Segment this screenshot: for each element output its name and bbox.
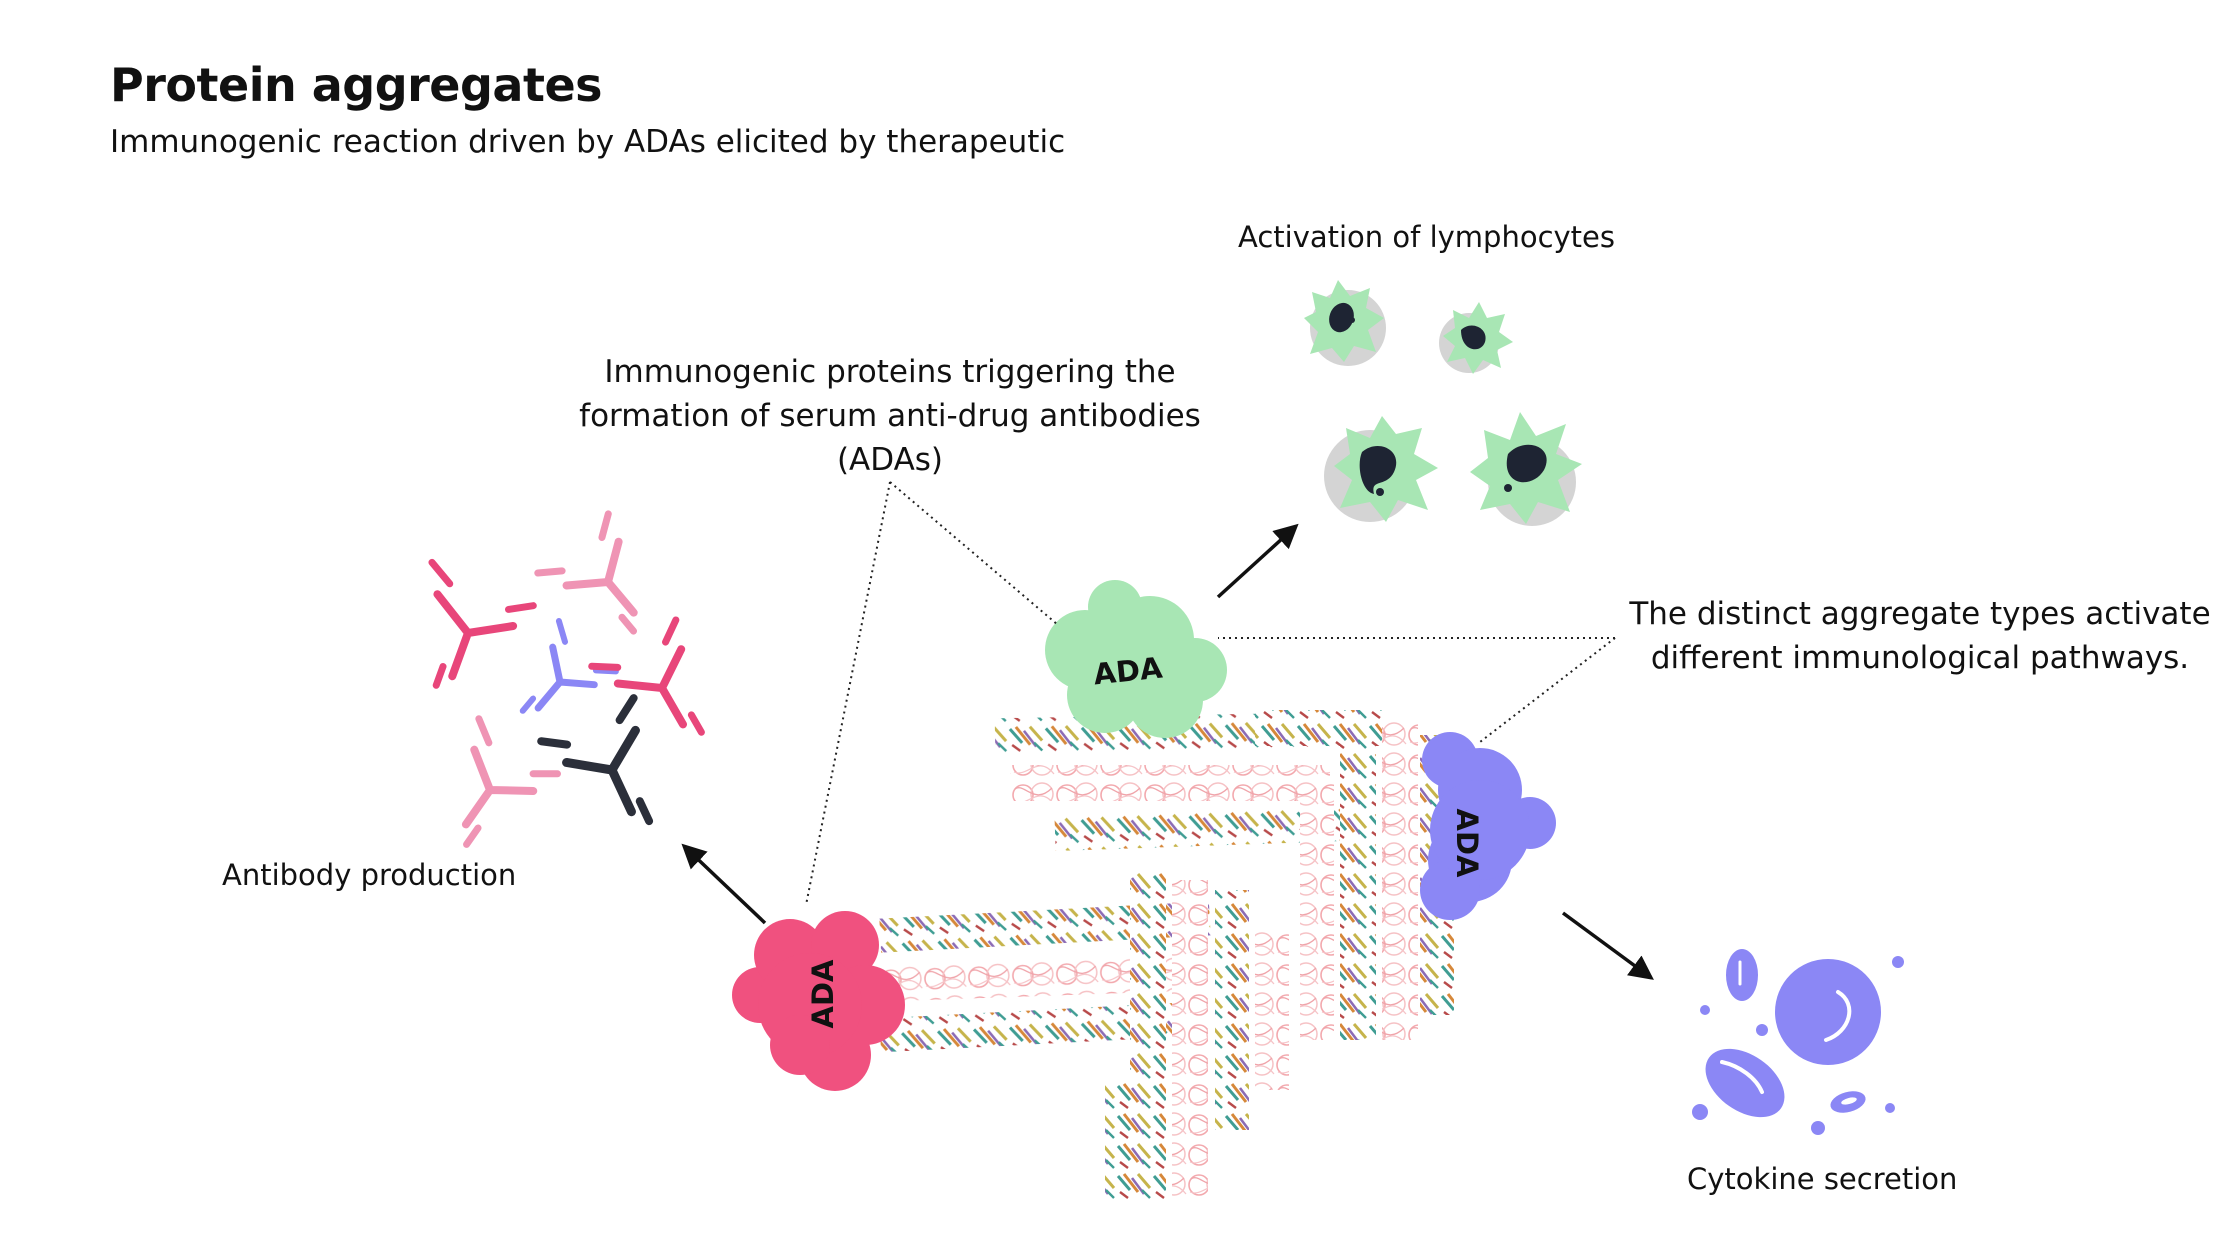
arrow-to-lymphocytes — [1216, 523, 1299, 599]
page-title: Protein aggregates — [110, 58, 603, 112]
antibody-cluster — [428, 510, 705, 848]
lymphocyte-cell — [1304, 280, 1386, 366]
lymphocyte-cell — [1470, 412, 1582, 526]
immunogenic-callout-line-3: (ADAs) — [836, 442, 944, 478]
immunogenic-callout-line-2: formation of serum anti-drug antibodies — [579, 398, 1201, 434]
ada-pink: ADA — [732, 911, 905, 1091]
ada-pink-label: ADA — [806, 959, 840, 1029]
arrows — [681, 523, 1654, 980]
antibody-icon — [519, 618, 619, 714]
lymphocyte-cluster — [1304, 280, 1582, 526]
antibody-label: Antibody production — [222, 858, 517, 892]
antibody-icon — [534, 510, 638, 635]
lymphocytes-label: Activation of lymphocytes — [1238, 220, 1615, 254]
pathways-callout-line-2: different immunological pathways. — [1650, 640, 2190, 676]
pathways-callout: The distinct aggregate types activate di… — [1605, 592, 2235, 680]
arrow-to-antibodies — [681, 843, 767, 925]
lymphocyte-cell — [1324, 416, 1438, 522]
pathways-callout-line-1: The distinct aggregate types activate — [1629, 596, 2211, 632]
cytokine-cluster — [1692, 949, 1904, 1135]
page-subtitle: Immunogenic reaction driven by ADAs elic… — [110, 124, 1066, 160]
ada-green: ADA — [1045, 580, 1227, 738]
ada-purple-label: ADA — [1450, 809, 1484, 879]
callout-lines — [805, 481, 1616, 906]
immunogenic-callout: Immunogenic proteins triggering the form… — [560, 350, 1220, 482]
cytokine-label: Cytokine secretion — [1687, 1162, 1958, 1196]
antibody-icon — [428, 558, 537, 689]
antibody-icon — [537, 694, 654, 826]
protein-aggregate — [879, 710, 1454, 1200]
antibody-icon — [461, 715, 562, 848]
arrow-to-cytokines — [1561, 911, 1654, 980]
lymphocyte-cell — [1439, 302, 1513, 374]
cytokine-bubble-icon — [1775, 959, 1881, 1065]
cytokine-bubble-icon — [1726, 949, 1758, 1001]
cytokine-bubble-icon — [1705, 1048, 1785, 1118]
ada-green-label: ADA — [1092, 650, 1165, 691]
ada-purple: ADA — [1420, 732, 1556, 920]
antibody-icon — [588, 616, 705, 736]
immunogenic-callout-line-1: Immunogenic proteins triggering the — [604, 354, 1176, 390]
